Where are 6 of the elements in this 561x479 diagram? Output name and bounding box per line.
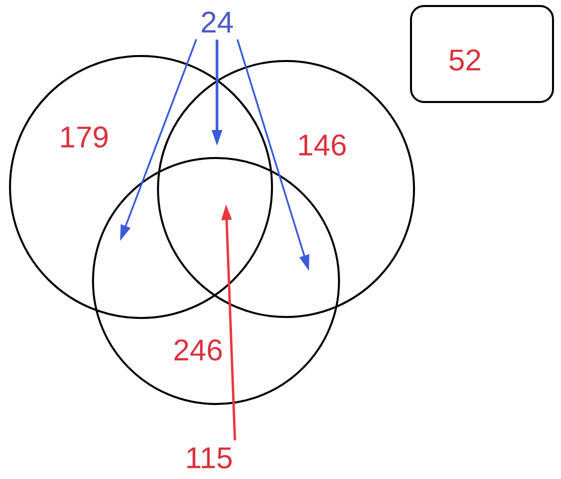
- count-label: 179: [61, 126, 108, 148]
- count-box: 52: [410, 5, 554, 103]
- count-label: 24: [202, 12, 233, 32]
- count-label: 246: [174, 339, 222, 361]
- count-label: 146: [299, 134, 346, 156]
- count-label: 115: [187, 448, 232, 468]
